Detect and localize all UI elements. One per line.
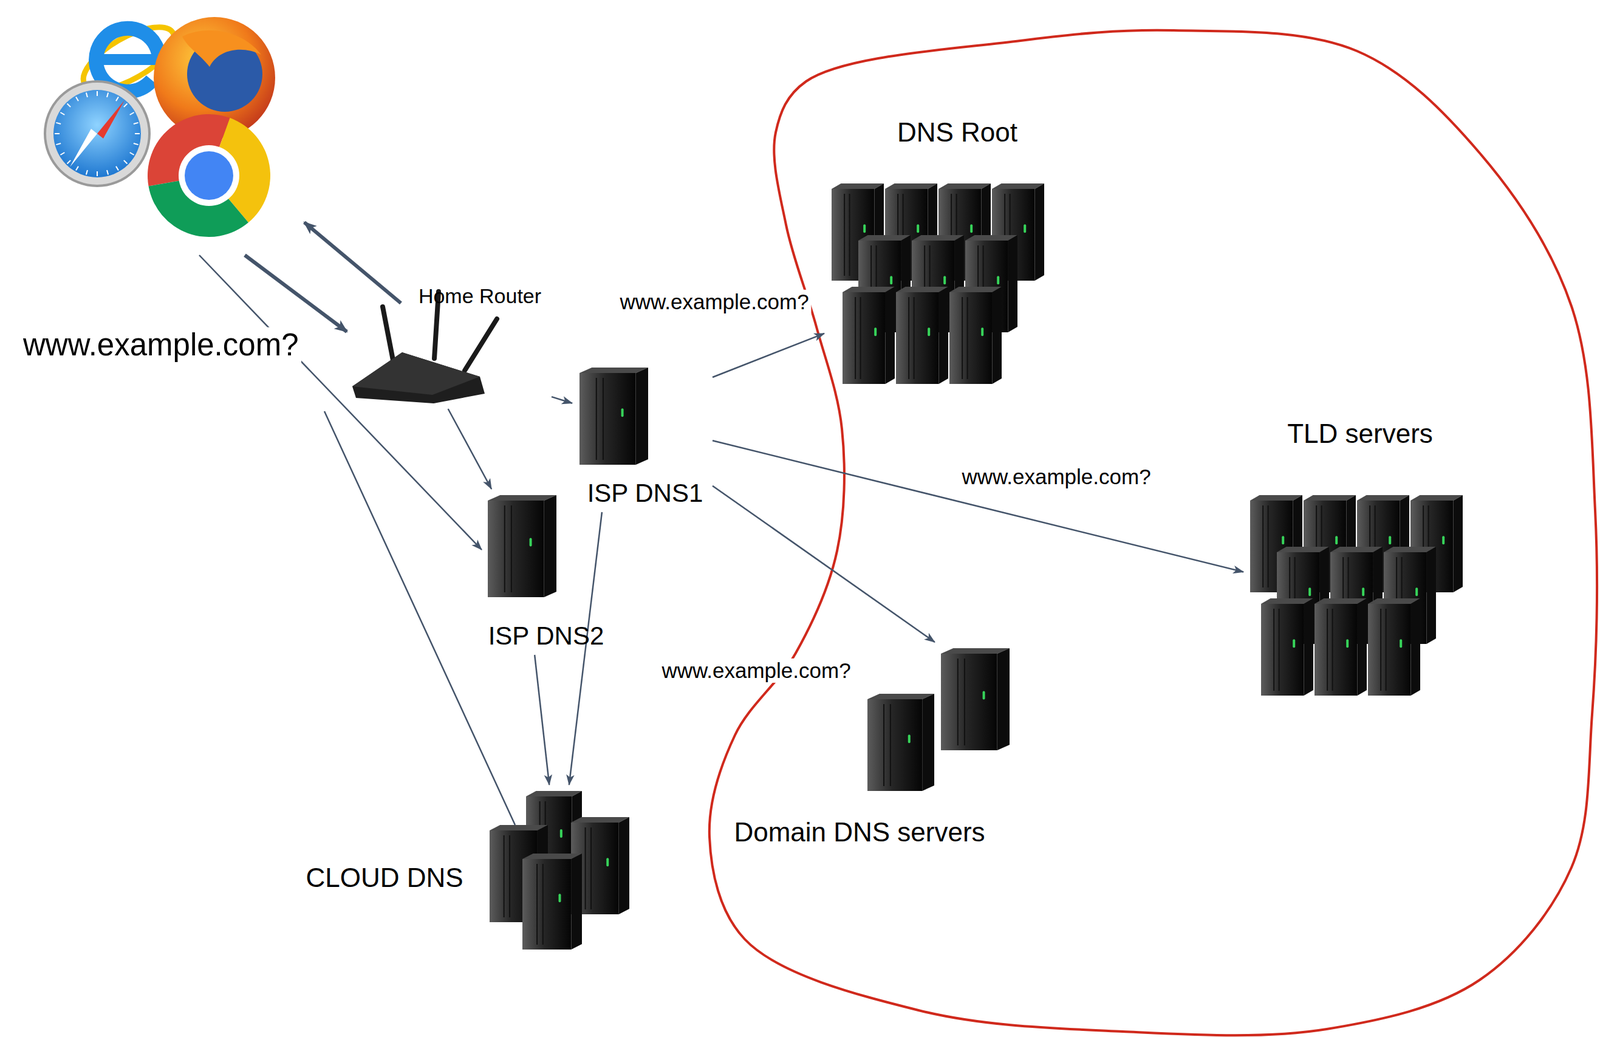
- chrome-icon: [147, 114, 271, 237]
- node-label: ISP DNS2: [488, 621, 605, 651]
- query-arrow: [712, 440, 1244, 572]
- server-tower: [487, 495, 557, 598]
- query-arrow: [244, 255, 347, 332]
- server-tower: [940, 648, 1010, 751]
- server-tower: [1367, 598, 1421, 696]
- edge-label-holder: www.example.com?: [659, 658, 853, 683]
- server-icons: [487, 183, 1463, 950]
- browser-arrows: [199, 222, 516, 825]
- query-arrow: [712, 333, 825, 378]
- node-label: DNS Root: [897, 117, 1018, 149]
- query-line: [324, 411, 516, 825]
- server-tower: [842, 286, 895, 384]
- region-outline: [709, 30, 1597, 1036]
- router-icon: [352, 291, 497, 404]
- server-tower: [579, 367, 649, 465]
- reply-arrow: [304, 222, 401, 304]
- query-label: www.example.com?: [659, 658, 853, 683]
- server-tower: [1261, 598, 1314, 696]
- server-group: ISP DNS2: [482, 490, 614, 653]
- query-arrow: [448, 408, 492, 489]
- node-label: Home Router: [418, 284, 542, 308]
- server-group: ISP DNS1: [574, 363, 711, 511]
- query-arrow: [712, 485, 935, 643]
- node-label: ISP DNS1: [587, 478, 704, 508]
- server-tower: [1314, 598, 1367, 696]
- query-label: www.example.com?: [617, 289, 811, 315]
- server-tower: [867, 693, 935, 791]
- query-label: www.example.com?: [959, 464, 1153, 489]
- query-arrow: [551, 396, 573, 404]
- query-label: www.example.com?: [20, 327, 302, 364]
- server-group: DNS Root: [826, 109, 1051, 398]
- server-tower: [522, 853, 582, 950]
- server-group: Home Router: [346, 279, 550, 407]
- server-tower: [895, 286, 949, 384]
- label-holder: www.example.com?: [20, 327, 302, 364]
- edge-label-holder: www.example.com?: [617, 289, 811, 315]
- server-tower: [949, 286, 1002, 384]
- safari-icon: [44, 81, 150, 186]
- query-arrow: [534, 654, 550, 785]
- server-group: TLD servers: [1245, 413, 1471, 708]
- node-label: TLD servers: [1287, 418, 1433, 450]
- node-label: CLOUD DNS: [305, 862, 463, 894]
- server-group: CLOUD DNS: [297, 786, 632, 954]
- node-label: Domain DNS servers: [733, 817, 985, 848]
- edge-label-holder: www.example.com?: [959, 464, 1153, 489]
- browser-icons: [44, 15, 276, 237]
